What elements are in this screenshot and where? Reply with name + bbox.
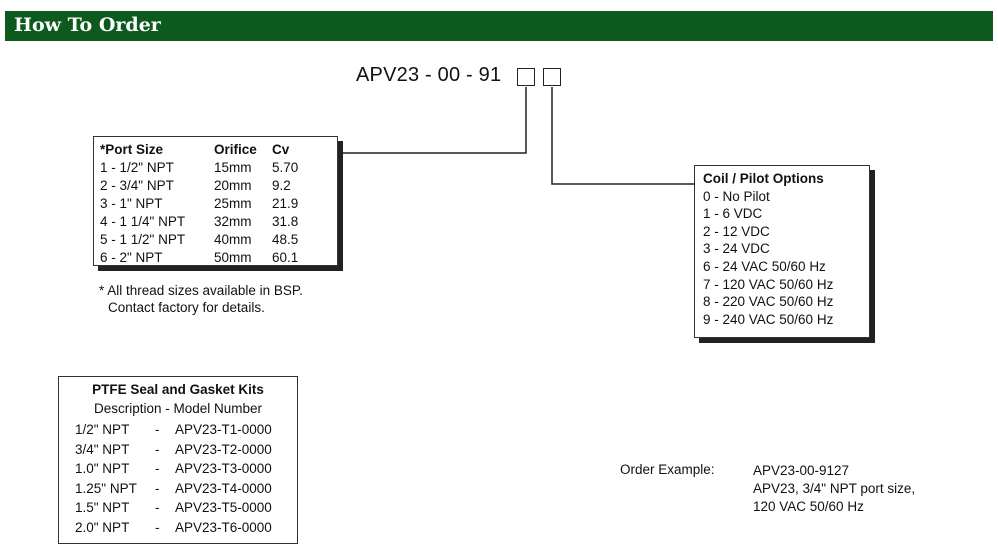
orifice-cell: 25mm — [214, 196, 252, 211]
ptfe-kits-title: PTFE Seal and Gasket Kits — [92, 382, 264, 397]
table-row: 6 - 2" NPT 50mm 60.1 — [100, 249, 298, 267]
table-row: 1.25" NPT - APV23-T4-0000 — [75, 479, 272, 499]
kit-dash-cell: - — [155, 461, 160, 476]
table-row: 5 - 1 1/2" NPT 40mm 48.5 — [100, 231, 298, 249]
coil-option-item: 8 - 220 VAC 50/60 Hz — [703, 294, 834, 310]
footnote-line: Contact factory for details. — [108, 300, 265, 315]
cv-cell: 48.5 — [272, 232, 299, 247]
kit-model-cell: APV23-T4-0000 — [175, 480, 272, 496]
cv-cell: 21.9 — [272, 196, 299, 211]
kit-dash-cell: - — [155, 441, 160, 457]
order-example-line: APV23, 3/4" NPT port size, — [753, 481, 916, 496]
kit-dash-cell: - — [155, 500, 160, 515]
table-row: 1.0" NPT - APV23-T3-0000 — [75, 459, 272, 479]
kit-dash-cell: - — [155, 422, 160, 437]
order-example-line: APV23-00-9127 — [753, 463, 850, 478]
orifice-cell: 20mm — [214, 178, 252, 193]
table-row: 3/4" NPT - APV23-T2-0000 — [75, 440, 272, 460]
port-size-slot — [517, 68, 535, 86]
orifice-header: Orifice — [214, 142, 257, 157]
order-example-label: Order Example: — [620, 462, 715, 477]
coil-option-item: 1 - 6 VDC — [703, 206, 763, 222]
port-size-cell: 1 - 1/2" NPT — [100, 160, 174, 175]
kit-size-cell: 1.0" NPT — [75, 461, 130, 476]
port-size-table: *Port Size Orifice Cv 1 - 1/2" NPT 15mm … — [100, 141, 298, 267]
orifice-cell: 15mm — [214, 160, 252, 175]
table-row: 1 - 1/2" NPT 15mm 5.70 — [100, 159, 298, 177]
coil-option-slot — [543, 68, 561, 86]
port-size-cell: 6 - 2" NPT — [100, 250, 163, 265]
table-row: 1.5" NPT - APV23-T5-0000 — [75, 498, 272, 518]
kit-model-cell: APV23-T3-0000 — [175, 461, 272, 476]
kit-model-cell: APV23-T2-0000 — [175, 441, 272, 457]
table-row: 4 - 1 1/4" NPT 32mm 31.8 — [100, 213, 298, 231]
coil-options-title: Coil / Pilot Options — [703, 171, 824, 186]
ptfe-kits-subtitle: Description - Model Number — [93, 401, 263, 416]
kit-model-cell: APV23-T5-0000 — [175, 500, 272, 515]
kit-size-cell: 1.25" NPT — [75, 480, 137, 496]
ptfe-kits-box: PTFE Seal and Gasket Kits Description - … — [58, 376, 298, 544]
port-size-cell: 3 - 1" NPT — [100, 196, 163, 211]
section-header: How To Order — [5, 11, 993, 41]
orifice-cell: 50mm — [214, 250, 252, 265]
coil-connector-line — [551, 87, 694, 185]
port-connector-line — [338, 87, 527, 154]
coil-option-item: 2 - 12 VDC — [703, 223, 770, 239]
order-example-line: 120 VAC 50/60 Hz — [753, 499, 864, 514]
cv-cell: 9.2 — [272, 178, 291, 193]
order-example-details: APV23-00-9127 APV23, 3/4" NPT port size,… — [753, 462, 915, 516]
footnote-line: * All thread sizes available in BSP. — [99, 283, 303, 298]
cv-header: Cv — [272, 142, 290, 157]
table-row: 2.0" NPT - APV23-T6-0000 — [75, 518, 272, 538]
ptfe-kits-table: 1/2" NPT - APV23-T1-0000 3/4" NPT - APV2… — [75, 420, 272, 537]
cv-cell: 60.1 — [272, 250, 299, 265]
bsp-footnote: * All thread sizes available in BSP. Con… — [99, 282, 303, 316]
port-size-cell: 2 - 3/4" NPT — [100, 178, 174, 193]
kit-size-cell: 3/4" NPT — [75, 441, 130, 457]
port-size-cell: 4 - 1 1/4" NPT — [100, 214, 186, 229]
cv-cell: 5.70 — [272, 160, 299, 175]
kit-model-cell: APV23-T6-0000 — [175, 519, 272, 535]
coil-option-item: 9 - 240 VAC 50/60 Hz — [703, 311, 834, 327]
table-row: 2 - 3/4" NPT 20mm 9.2 — [100, 177, 298, 195]
kit-size-cell: 1.5" NPT — [75, 500, 130, 515]
kit-dash-cell: - — [155, 519, 160, 535]
kit-model-cell: APV23-T1-0000 — [175, 422, 272, 437]
table-row: 1/2" NPT - APV23-T1-0000 — [75, 420, 272, 440]
coil-option-item: 0 - No Pilot — [703, 188, 770, 204]
model-number-prefix: APV23 - 00 - 91 — [356, 64, 502, 86]
coil-option-item: 3 - 24 VDC — [703, 241, 770, 257]
kit-dash-cell: - — [155, 480, 160, 496]
coil-option-item: 7 - 120 VAC 50/60 Hz — [703, 276, 834, 292]
orifice-cell: 32mm — [214, 214, 252, 229]
cv-cell: 31.8 — [272, 214, 299, 229]
section-title: How To Order — [14, 14, 161, 36]
table-row: 3 - 1" NPT 25mm 21.9 — [100, 195, 298, 213]
orifice-cell: 40mm — [214, 232, 252, 247]
port-size-cell: 5 - 1 1/2" NPT — [100, 232, 186, 247]
coil-options-box: Coil / Pilot Options 0 - No Pilot 1 - 6 … — [694, 165, 870, 338]
kit-size-cell: 2.0" NPT — [75, 519, 130, 535]
coil-option-item: 6 - 24 VAC 50/60 Hz — [703, 258, 826, 274]
port-size-table-box: *Port Size Orifice Cv 1 - 1/2" NPT 15mm … — [93, 136, 338, 266]
port-size-header: *Port Size — [100, 142, 164, 157]
kit-size-cell: 1/2" NPT — [75, 422, 130, 437]
